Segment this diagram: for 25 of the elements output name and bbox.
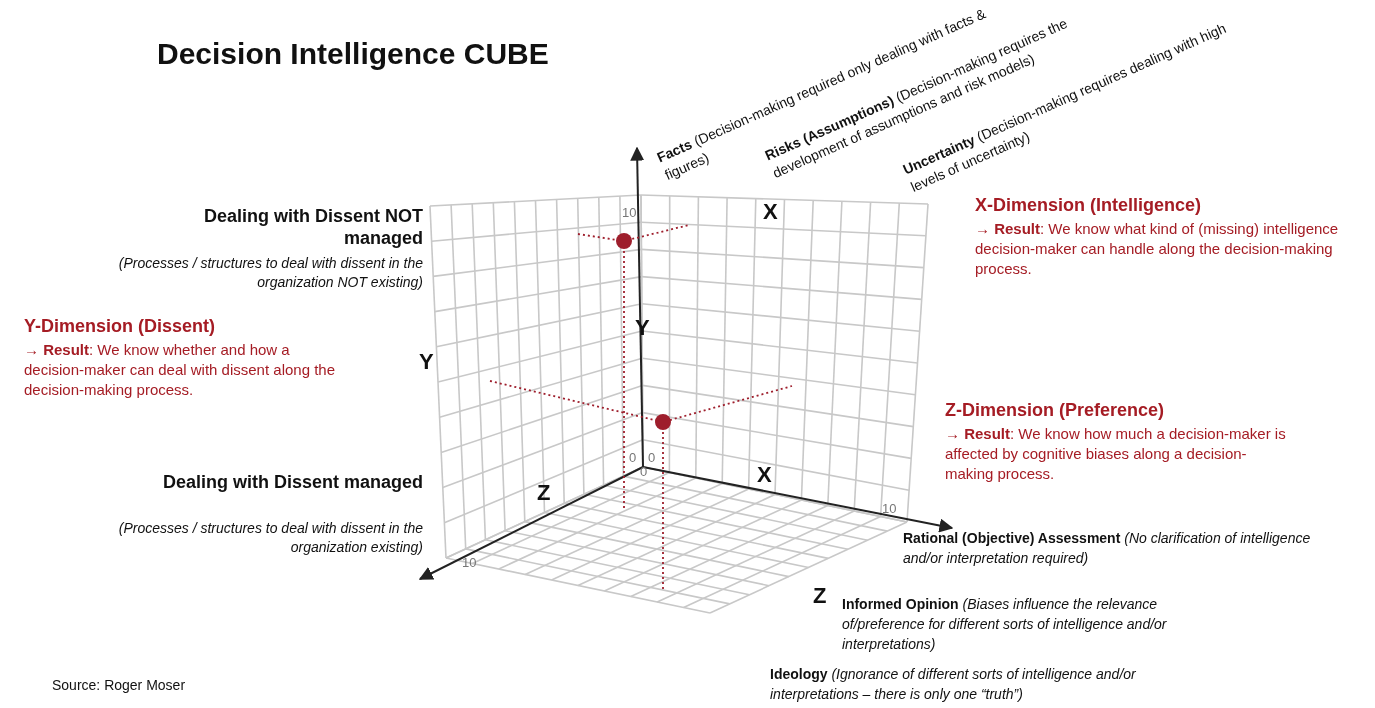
axis-end-label: Dealing with Dissent NOT managed [202, 205, 423, 249]
axis-end-description: (Processes / structures to deal with dissent in the organization NOT existing) [117, 254, 423, 292]
axis-end-description: (Processes / structures to deal with dissent in the organization existing) [117, 519, 423, 557]
dimension-result-text: → Result: We know whether and how a decision-maker can deal with dissent along the decision-making process. [24, 340, 336, 400]
axis-letter: X [763, 199, 778, 226]
axis-category-label: Informed Opinion (Biases influence the relevance of/preference for different sorts of intelligence and/or interpretations) [842, 595, 1168, 654]
source-note: Source: Roger Moser [52, 677, 186, 694]
tick-label: 10 [622, 205, 637, 221]
dimension-heading: X-Dimension (Intelligence) [975, 195, 1202, 217]
axis-letter: Z [813, 583, 827, 610]
dimension-heading: Y-Dimension (Dissent) [24, 316, 216, 338]
axis-letter: Y [419, 349, 434, 376]
tick-label: 10 [462, 555, 477, 571]
axis-category-label: Rational (Objective) Assessment (No clarification of intelligence and/or interpretation required) [903, 529, 1312, 568]
dimension-heading: Z-Dimension (Preference) [945, 400, 1165, 422]
axis-letter: Z [537, 480, 551, 507]
tick-label: 10 [882, 501, 897, 517]
tick-label: 0 [648, 450, 656, 466]
dimension-result-text: → Result: We know what kind of (missing) intelligence decision-maker can handle along the decision-making process. [975, 219, 1340, 279]
tick-label: 0 [629, 450, 637, 466]
axis-letter: X [757, 462, 772, 489]
dimension-result-text: → Result: We know how much a decision-maker is affected by cognitive biases along a decision-making process. [945, 424, 1287, 484]
axis-category-label: Ideology (Ignorance of different sorts of intelligence and/or interpretations – there is only one “truth”) [770, 665, 1137, 704]
axis-end-label: Dealing with Dissent managed [161, 471, 423, 493]
diagram-title: Decision Intelligence CUBE [157, 36, 549, 72]
